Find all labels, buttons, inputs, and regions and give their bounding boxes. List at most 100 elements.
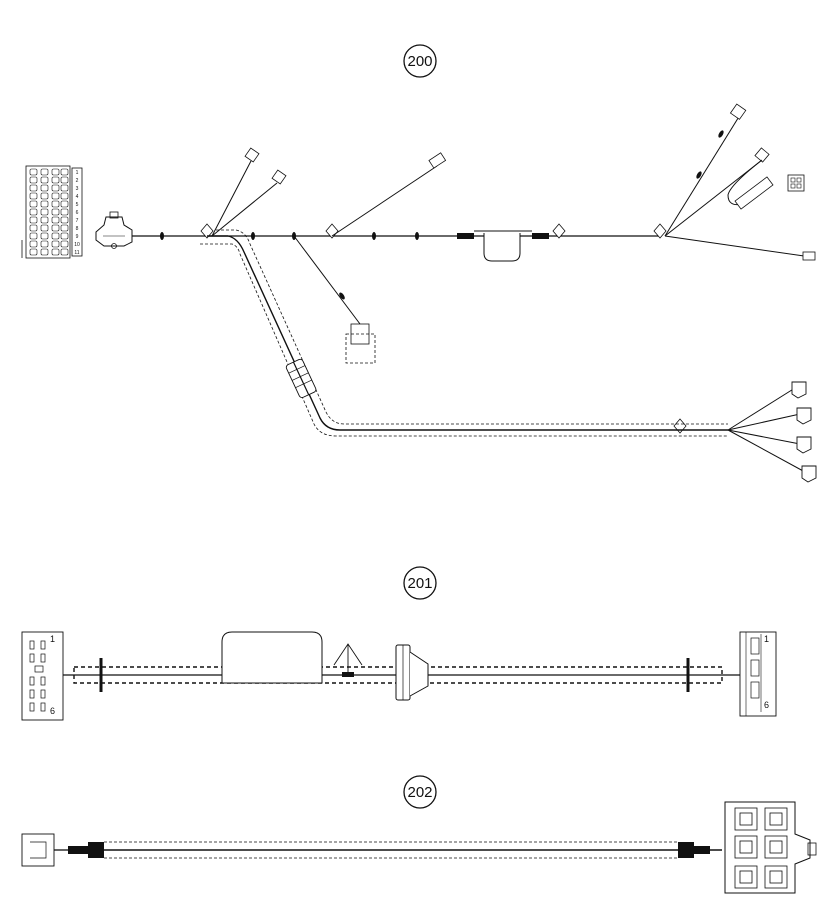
fuse-cell <box>40 184 49 192</box>
fuse-cell <box>60 200 69 208</box>
fuse-cell <box>29 248 38 256</box>
fuse-cell <box>60 232 69 240</box>
callout-200-label: 200 <box>407 53 432 70</box>
clip-markers <box>200 223 687 434</box>
fuse-cell <box>60 176 69 184</box>
fuse-cell <box>40 216 49 224</box>
fuse-cell <box>51 184 60 192</box>
fuse-cell <box>40 232 49 240</box>
fuse-cell <box>51 216 60 224</box>
cable-202-ferrule-left-b <box>88 842 104 858</box>
connector-201-right: 1 6 <box>739 631 777 717</box>
connector-202-right <box>724 801 817 894</box>
fuse-cell <box>60 192 69 200</box>
fuse-block: 1 2 3 4 5 6 7 8 9 10 11 <box>21 165 83 259</box>
fuse-cell <box>29 176 38 184</box>
harness-200: 200 1 2 3 4 5 6 7 8 9 10 11 <box>21 44 817 483</box>
fuse-cell <box>51 248 60 256</box>
fuse-cell <box>60 224 69 232</box>
fuse-slot <box>29 240 69 248</box>
fuse-cell <box>29 184 38 192</box>
fuse-cell <box>40 192 49 200</box>
fuse-cell <box>51 232 60 240</box>
fuse-slot <box>29 208 69 216</box>
fuse-cell <box>29 232 38 240</box>
fuse-cell <box>40 200 49 208</box>
fuse-block-labels: 1 2 3 4 5 6 7 8 9 10 11 <box>74 170 80 256</box>
connector-201-left-pin-1: 1 <box>50 634 55 644</box>
fuse-index-label: 2 <box>76 178 79 184</box>
harness-201: 201 1 6 <box>21 566 777 721</box>
fuse-index-label: 4 <box>76 194 79 200</box>
fuse-cell <box>40 208 49 216</box>
cable-202-ferrule-right-b <box>694 846 710 854</box>
fuse-cell <box>51 176 60 184</box>
fuse-slot <box>29 248 69 256</box>
fuse-slot <box>29 200 69 208</box>
fuse-index-label: 7 <box>76 218 79 224</box>
fuse-cell <box>60 168 69 176</box>
main-connector-left <box>95 211 133 249</box>
branch-lower-sheathed <box>200 229 817 483</box>
fuse-slot <box>29 168 69 176</box>
fuse-slot <box>29 232 69 240</box>
callout-200: 200 <box>403 44 437 78</box>
trunk-bands <box>160 232 419 240</box>
connector-201-right-pin-6: 6 <box>764 700 769 710</box>
fuse-cell <box>29 192 38 200</box>
fuse-cell <box>60 216 69 224</box>
branch-upper-left <box>211 147 287 237</box>
fuse-index-label: 3 <box>76 186 79 192</box>
branch-drop-box <box>293 235 376 364</box>
fuse-cell <box>60 184 69 192</box>
grommet <box>285 358 317 399</box>
fuse-cell <box>29 224 38 232</box>
connector-201-right-pin-1: 1 <box>764 634 769 644</box>
fuse-cell <box>40 224 49 232</box>
cable-202-ferrule-left-a <box>68 846 88 854</box>
fuse-cell <box>29 240 38 248</box>
fuse-cell <box>29 216 38 224</box>
fuse-cell <box>40 168 49 176</box>
fuse-slot <box>29 184 69 192</box>
fuse-cell <box>60 240 69 248</box>
fuse-index-label: 6 <box>76 210 79 216</box>
fuse-index-label: 10 <box>74 242 80 248</box>
fuse-cell <box>51 192 60 200</box>
fuse-index-label: 5 <box>76 202 79 208</box>
fuse-cell <box>29 208 38 216</box>
bulkhead-grommet <box>395 644 429 701</box>
fuse-cell <box>51 224 60 232</box>
callout-202-label: 202 <box>407 784 432 801</box>
fuse-cell <box>40 248 49 256</box>
fuse-cell <box>51 208 60 216</box>
connector-201-left-pin-6: 6 <box>50 706 55 716</box>
connector-201-left: 1 6 <box>21 631 64 721</box>
fuse-index-label: 8 <box>76 226 79 232</box>
branch-upper-middle <box>331 152 447 237</box>
fuse-cell <box>51 200 60 208</box>
inline-sensor <box>457 230 549 262</box>
connector-202-left <box>21 833 70 867</box>
relay-top-right <box>787 174 805 192</box>
ground-marker <box>333 643 363 677</box>
fuse-cell <box>60 248 69 256</box>
callout-202: 202 <box>403 775 437 809</box>
fuse-slot <box>29 224 69 232</box>
fuse-cell <box>29 200 38 208</box>
cable-201-pouch <box>221 631 323 684</box>
fuse-index-label: 11 <box>74 250 79 256</box>
fuse-index-label: 9 <box>76 234 79 240</box>
fuse-block-cells <box>29 168 69 256</box>
callout-201: 201 <box>403 566 437 600</box>
fuse-slot <box>29 192 69 200</box>
fuse-cell <box>40 176 49 184</box>
cable-202-ferrule-right-a <box>678 842 694 858</box>
fuse-cell <box>51 240 60 248</box>
fuse-cell <box>40 240 49 248</box>
branch-right-upper <box>664 103 816 261</box>
fuse-index-label: 1 <box>76 170 79 176</box>
fuse-slot <box>29 216 69 224</box>
fuse-cell <box>51 168 60 176</box>
